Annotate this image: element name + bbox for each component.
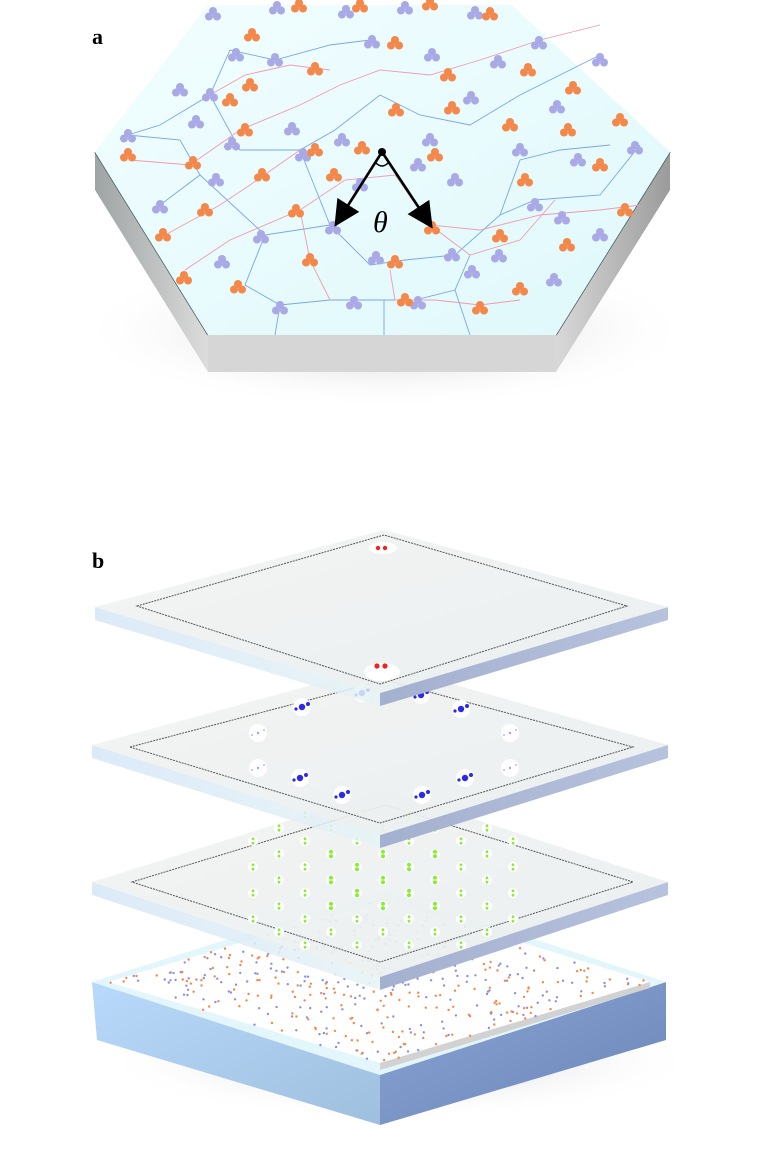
green-diffraction-spots [248,810,518,950]
angle-indicator: θ [334,148,433,239]
molecular-lattice: θ [120,0,643,336]
second-layer [92,665,668,848]
red-diffraction-spots [364,542,400,681]
theta-label: θ [373,206,388,239]
panel-label-b: b [92,548,105,573]
third-layer [92,790,668,990]
panel-label-a: a [92,24,103,49]
top-layer [95,530,668,706]
blue-diffraction-spots [249,684,519,804]
panel-a-hex-slab [75,5,695,410]
lattice-surface [95,5,670,335]
